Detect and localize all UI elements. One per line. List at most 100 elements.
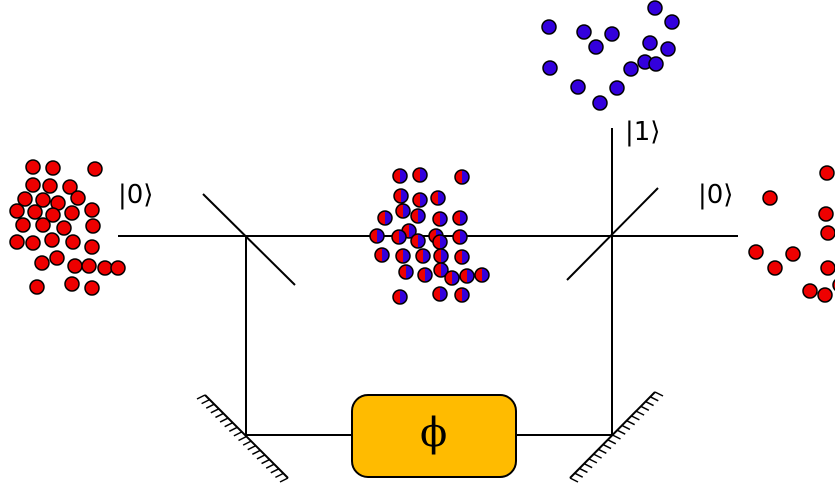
atom <box>542 60 558 76</box>
atom <box>395 203 411 219</box>
atom <box>417 267 433 283</box>
atom <box>433 248 449 264</box>
atom <box>819 165 835 181</box>
atom <box>570 79 586 95</box>
atom <box>820 260 835 276</box>
atom <box>9 203 25 219</box>
atom <box>410 208 426 224</box>
atom <box>97 260 113 276</box>
atom <box>70 190 86 206</box>
atom <box>35 192 51 208</box>
atom <box>391 229 407 245</box>
upper-output-state-label: |1⟩ <box>625 117 661 147</box>
atom <box>374 247 390 263</box>
atom <box>767 260 783 276</box>
atom <box>9 234 25 250</box>
atom <box>415 248 431 264</box>
atom <box>762 190 778 206</box>
atom <box>25 235 41 251</box>
atom <box>660 41 676 57</box>
atom <box>398 264 414 280</box>
atom <box>820 225 835 241</box>
beam-paths <box>118 128 738 436</box>
atom <box>648 56 664 72</box>
atom <box>785 246 801 262</box>
atom <box>84 239 100 255</box>
atom <box>474 267 490 283</box>
input-atom-cloud <box>9 159 126 296</box>
atom <box>85 218 101 234</box>
atom <box>65 234 81 250</box>
right-output-atom-cloud <box>748 165 835 303</box>
atom <box>817 287 833 303</box>
atom <box>56 220 72 236</box>
bottom-right-mirror <box>569 391 664 483</box>
atom <box>592 95 608 111</box>
atom <box>609 80 625 96</box>
atom <box>392 289 408 305</box>
upper-output-atom-cloud <box>541 0 680 111</box>
atom <box>45 207 61 223</box>
atom <box>29 279 45 295</box>
atom <box>802 283 818 299</box>
atom <box>34 255 50 271</box>
atom <box>444 270 460 286</box>
right-output-state-label: |0⟩ <box>698 180 734 210</box>
atom <box>84 202 100 218</box>
phase-shifter-box <box>351 394 517 478</box>
atom <box>452 210 468 226</box>
atom <box>748 244 764 260</box>
atom <box>433 262 449 278</box>
atom <box>642 35 658 51</box>
atom <box>17 191 33 207</box>
atom <box>369 228 385 244</box>
atom <box>432 234 448 250</box>
atom <box>818 206 834 222</box>
atom <box>64 205 80 221</box>
atom <box>576 24 592 40</box>
atom <box>664 14 680 30</box>
input-beam-splitter <box>202 193 296 286</box>
atom <box>432 211 448 227</box>
superposition-atom-cloud <box>369 167 490 305</box>
atom <box>62 179 78 195</box>
atom <box>430 190 446 206</box>
atom <box>459 268 475 284</box>
atom <box>647 0 663 16</box>
atom <box>35 217 51 233</box>
atom <box>454 249 470 265</box>
atom <box>27 204 43 220</box>
atom <box>44 232 60 248</box>
atom <box>393 188 409 204</box>
atom <box>395 248 411 264</box>
atom <box>454 287 470 303</box>
atom <box>49 250 65 266</box>
atom <box>412 167 428 183</box>
phase-symbol: ϕ <box>420 410 448 456</box>
atom <box>84 280 100 296</box>
atom <box>412 192 428 208</box>
atom <box>604 26 620 42</box>
input-state-label: |0⟩ <box>118 180 154 210</box>
atom <box>541 19 557 35</box>
atom <box>452 229 468 245</box>
output-beam-splitter <box>566 187 659 281</box>
atom <box>588 39 604 55</box>
bottom-left-mirror <box>196 394 289 483</box>
atom <box>377 210 393 226</box>
atom <box>410 233 426 249</box>
atom <box>623 61 639 77</box>
atom <box>25 159 41 175</box>
atom <box>64 276 80 292</box>
atom <box>392 168 408 184</box>
atom <box>432 286 448 302</box>
atom <box>87 161 103 177</box>
atom <box>81 258 97 274</box>
atom <box>15 217 31 233</box>
atom <box>45 160 61 176</box>
atom <box>110 260 126 276</box>
atom <box>67 258 83 274</box>
atom <box>25 177 41 193</box>
atom <box>42 178 58 194</box>
